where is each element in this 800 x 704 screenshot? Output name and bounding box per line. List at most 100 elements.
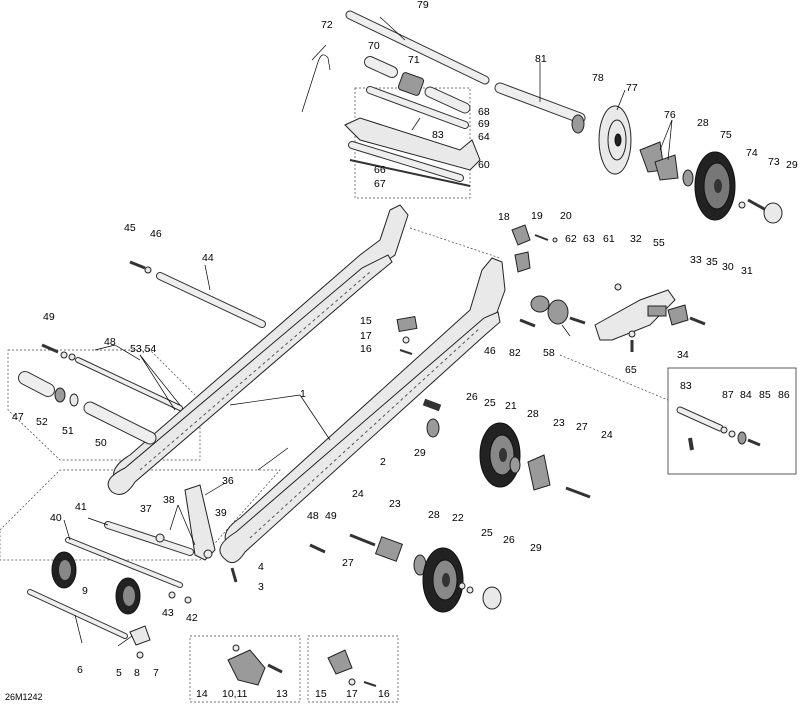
callout-25-low: 26 [503, 534, 515, 546]
callout-22-low: 23 [389, 498, 401, 510]
callout-24-mid: 25 [484, 397, 496, 409]
bolt-44 [129, 260, 146, 270]
callout-67: 70 [368, 40, 380, 52]
callout-6: 6 [77, 664, 83, 676]
callout-45-mid: 46 [484, 345, 496, 357]
callout-44: 45 [124, 222, 136, 234]
outline-front-axle-group [7, 349, 201, 461]
callout-73: 76 [664, 109, 676, 121]
callout-12: 13 [276, 688, 288, 700]
right-bracket-group [511, 224, 706, 352]
block-17 [511, 224, 531, 246]
callout-33: 34 [677, 349, 689, 361]
callout-20: 21 [505, 400, 517, 412]
rail-2 [219, 257, 506, 564]
callout-78: 82 [509, 347, 521, 359]
callout-29: 30 [722, 261, 734, 273]
callout-1: 1 [300, 388, 306, 400]
callout-46: 47 [12, 411, 24, 423]
callout-62: 64 [478, 131, 490, 143]
outline-lower-axle-group [0, 469, 281, 561]
bearing-75 [571, 114, 585, 134]
callout-3: 3 [258, 581, 264, 593]
detail-box-81-87 [667, 367, 797, 475]
callout-19: 20 [560, 210, 572, 222]
callout-56-57: 58 [543, 347, 555, 359]
callout-27-top: 28 [697, 117, 709, 129]
callout-60: 63 [583, 233, 595, 245]
callout-48-top: 49 [43, 311, 55, 323]
callout-2: 2 [380, 456, 386, 468]
callout-82: 84 [740, 389, 752, 401]
leader-lines [63, 16, 673, 647]
spacer-22 [527, 454, 551, 491]
callout-32: 33 [690, 254, 702, 266]
callout-52: 53,54 [130, 343, 156, 355]
block-14-detail [327, 649, 353, 675]
callout-8: 8 [134, 667, 140, 679]
callout-16-mid: 17 [360, 330, 372, 342]
callout-15-mid: 16 [360, 343, 372, 355]
callout-18: 19 [531, 210, 543, 222]
callout-84: 86 [778, 389, 790, 401]
cap-28-top [763, 202, 783, 224]
callout-79: 83 [432, 129, 444, 141]
lower-wheel-group [309, 533, 502, 613]
callout-27-low: 28 [428, 509, 440, 521]
callout-5: 5 [116, 667, 122, 679]
callout-43: 44 [202, 252, 214, 264]
callout-70: 73 [768, 156, 780, 168]
callout-59: 62 [565, 233, 577, 245]
callout-17: 18 [498, 211, 510, 223]
callout-30: 31 [741, 265, 753, 277]
detail-box-14-16 [307, 635, 399, 703]
callout-4: 4 [258, 561, 264, 573]
shafts-left [18, 260, 266, 445]
callout-28-mid: 29 [414, 447, 426, 459]
callout-16-box: 17 [346, 688, 358, 700]
callout-63: 66 [374, 164, 386, 176]
callout-25-mid: 26 [466, 391, 478, 403]
callout-36: 37 [140, 503, 152, 515]
callout-24-low: 25 [481, 527, 493, 539]
callout-23-mid: 24 [601, 429, 613, 441]
callout-27-mid: 28 [527, 408, 539, 420]
callout-68: 71 [408, 54, 420, 66]
callout-7: 7 [153, 667, 159, 679]
callout-21: 22 [452, 512, 464, 524]
callout-65: 68 [478, 106, 490, 118]
callout-14-mid: 15 [360, 315, 372, 327]
callout-40: 41 [75, 501, 87, 513]
callout-50: 51 [62, 425, 74, 437]
callout-28-top: 29 [786, 159, 798, 171]
callout-37: 38 [163, 494, 175, 506]
callout-22-mid: 23 [553, 417, 565, 429]
callout-39: 40 [50, 512, 62, 524]
callout-23-low: 24 [352, 488, 364, 500]
callout-45-left: 46 [150, 228, 162, 240]
callout-35: 36 [222, 475, 234, 487]
callout-47-top: 48 [104, 336, 116, 348]
callout-55: 60 [478, 159, 490, 171]
detail-81-87-parts [676, 406, 761, 451]
callout-76: 79 [417, 0, 429, 11]
cap-28-lower [482, 586, 502, 610]
callout-53-54: 55 [653, 237, 665, 249]
callout-14-box: 15 [315, 688, 327, 700]
callout-13: 14 [196, 688, 208, 700]
callout-71: 74 [746, 147, 758, 159]
middle-wheel-group [422, 398, 591, 499]
bracket-55 [344, 117, 481, 171]
callout-64: 67 [374, 178, 386, 190]
diagram-code: 26M1242 [5, 692, 43, 702]
callout-72: 75 [720, 129, 732, 141]
callout-49: 50 [95, 437, 107, 449]
callout-10-11: 10,11 [222, 688, 248, 700]
callout-48-low: 49 [325, 510, 337, 522]
rear-upper-group [301, 10, 783, 224]
block-68 [397, 72, 425, 96]
callout-83: 85 [759, 389, 771, 401]
bracket-10-11 [227, 649, 266, 686]
callout-9: 9 [82, 585, 88, 597]
